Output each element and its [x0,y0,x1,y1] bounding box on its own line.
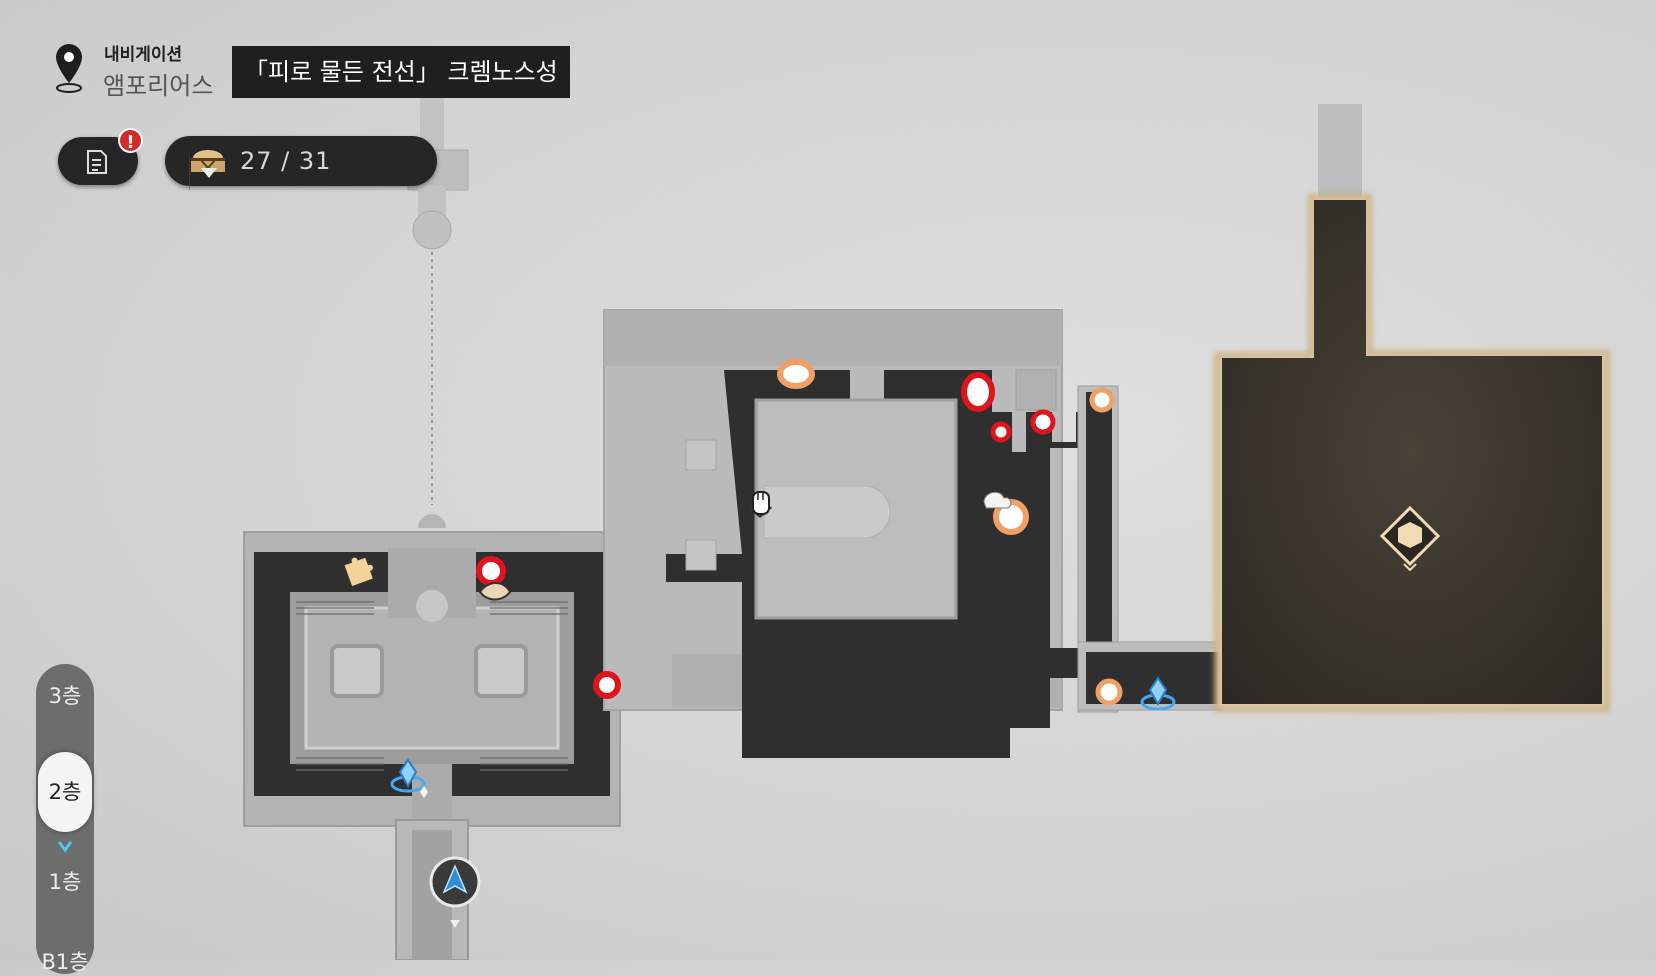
right-corridor [1077,385,1223,713]
document-icon [87,150,107,174]
area-title[interactable]: 「피로 물든 전선」 크렘노스성 [232,46,570,98]
swirl-icon [478,582,512,601]
middle-courtyard [603,309,1110,758]
cloud-icon [983,491,1012,509]
alert-badge: ! [118,128,143,153]
nav-label: 내비게이션 [104,45,183,65]
enemy-markers[interactable] [476,372,1056,699]
triangle-down-icon[interactable] [189,148,229,198]
floor-selector: 3층 2층 1층 B1층 [36,664,94,974]
cube-diamond-icon[interactable] [1379,505,1441,572]
teleport-marker-right[interactable] [1140,676,1176,711]
floor-b1f[interactable]: B1층 [41,950,89,974]
left-hall [243,531,621,960]
floor-2f-selected[interactable]: 2층 [38,752,92,832]
top-corridor [407,96,469,528]
treasure-counter-button[interactable]: 27 / 31 [165,136,437,190]
floor-3f[interactable]: 3층 [48,684,82,708]
hand-icon[interactable] [748,491,772,518]
boss-zone [1214,104,1610,712]
treasure-count: 27 / 31 [240,147,332,175]
location-pin-icon [56,44,82,93]
current-floor-arrow-icon [57,841,73,853]
navigation-arrow-icon[interactable] [429,856,481,928]
puzzle-piece-icon[interactable] [342,551,378,589]
region-name: 앰포리어스 [103,72,214,100]
floor-1f[interactable]: 1층 [48,870,82,894]
teleport-marker-left[interactable] [390,758,428,798]
